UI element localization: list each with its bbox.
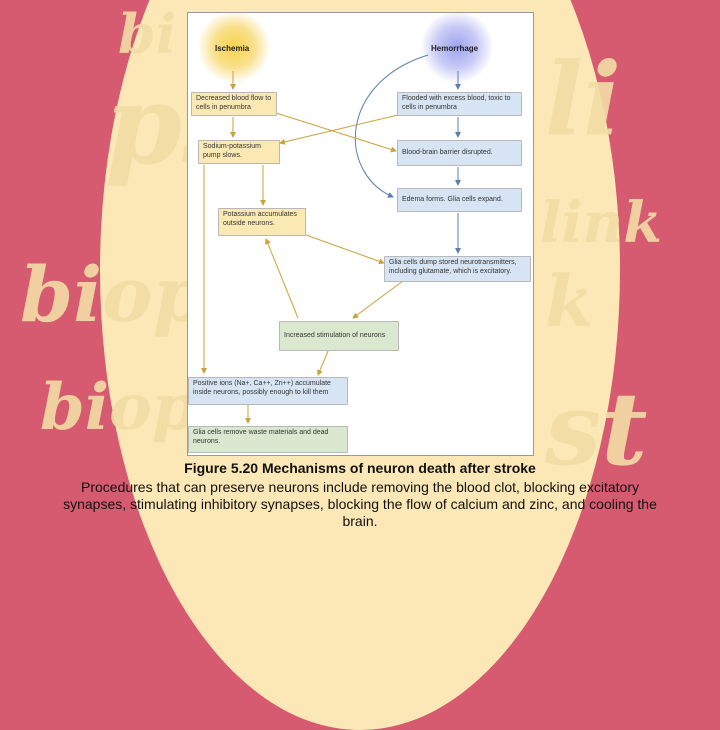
node-glia-dump: Glia cells dump stored neurotransmitters… xyxy=(384,256,531,282)
node-edema: Edema forms. Glia cells expand. xyxy=(397,188,522,212)
watermark-biop-2: biop xyxy=(40,370,197,445)
node-potassium: Potassium accumulates outside neurons. xyxy=(218,208,306,236)
flowchart-arrows xyxy=(201,54,461,424)
watermark-right: li xyxy=(545,40,621,158)
watermark-k: k xyxy=(545,260,594,343)
watermark-link: link xyxy=(540,190,663,256)
hemorrhage-glow xyxy=(421,13,493,83)
arrow-stim-to-potassium xyxy=(265,238,299,319)
arrow-hemorrhage-to-edema xyxy=(354,54,429,198)
node-glia-remove: Glia cells remove waste materials and de… xyxy=(188,426,348,453)
ischemia-glow xyxy=(198,13,270,83)
ischemia-label: Ischemia xyxy=(215,44,250,53)
watermark-st: st xyxy=(545,370,648,488)
arrow-potassium-to-glia xyxy=(305,234,385,265)
watermark-top: bi xyxy=(118,2,177,66)
node-positive-ions: Positive ions (Na+, Ca++, Zn++) accumula… xyxy=(188,377,348,405)
node-bbb-disrupted: Blood-brain barrier disrupted. xyxy=(397,140,522,166)
arrow-stim-to-ions xyxy=(317,350,329,376)
node-flooded: Flooded with excess blood, toxic to cell… xyxy=(397,92,522,116)
node-pump-slows: Sodium-potassium pump slows. xyxy=(198,140,280,164)
hemorrhage-label: Hemorrhage xyxy=(431,44,479,53)
figure-caption-body: Procedures that can preserve neurons inc… xyxy=(63,479,657,529)
flowchart-figure: Ischemia Hemorrhage Decreased blood flow… xyxy=(187,12,534,456)
arrow-flow-to-bbb xyxy=(275,112,397,153)
arrow-glia-to-stim xyxy=(352,280,404,319)
watermark-biop: biop xyxy=(20,250,206,339)
node-decreased-flow: Decreased blood flow to cells in penumbr… xyxy=(191,92,277,116)
figure-caption-title: Figure 5.20 Mechanisms of neuron death a… xyxy=(184,460,536,476)
node-increased-stim: Increased stimulation of neurons xyxy=(279,321,399,351)
arrow-flooded-to-pump xyxy=(279,114,399,145)
